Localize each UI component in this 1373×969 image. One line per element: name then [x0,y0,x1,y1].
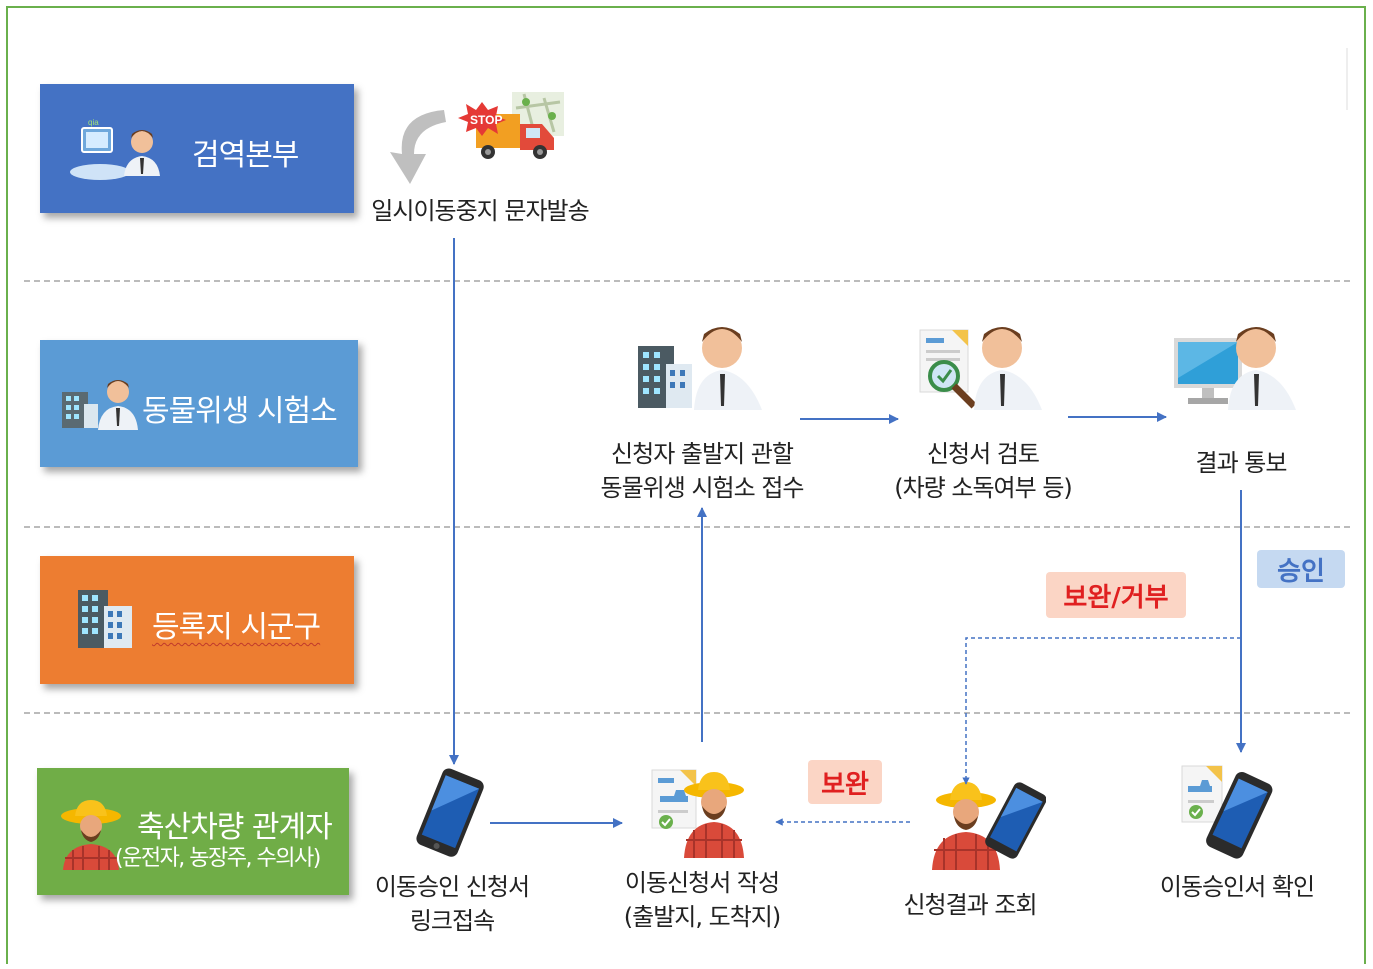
review-document-officer-icon [919,327,1042,410]
reject-tag: 보완/거부 [1046,572,1186,618]
lane-label-stakeholder-text: 축산차량 관계자 [137,810,333,845]
step-write-line1: 이동신청서 작성 [624,869,780,897]
farmer-phone-icon [932,782,1046,870]
step-link-line1: 이동승인 신청서 [374,873,530,901]
lane-divider [24,526,1350,528]
step-link-label: 이동승인 신청서 링크접속 [374,870,530,938]
step-link-line2: 링크접속 [409,907,495,935]
arrow-reject-to-inquiry [962,637,1241,785]
step-sms-label: 일시이동중지 문자발송 [371,197,589,225]
step-inquiry-label: 신청결과 조회 [903,891,1037,919]
step-write-label: 이동신청서 작성 (출발지, 도착지) [623,866,781,934]
step-review-line2: (차량 소독여부 등) [894,474,1073,502]
step-receive-line2: 동물위생 시험소 접수 [600,474,805,502]
step-review-line1: 신청서 검토 [926,440,1040,468]
approve-tag: 승인 [1257,550,1345,588]
stop-truck-icon: STOP [390,92,564,184]
lane-label-local-text: 등록지 시군구 [152,610,321,645]
diagram-frame [6,6,1366,964]
svg-text:STOP: STOP [470,113,502,127]
lab-reception-officer-icon [638,327,762,410]
smartphone-icon [416,768,484,857]
step-receive-line1: 신청자 출발지 관할 [611,440,794,468]
svg-text:qia: qia [88,118,99,127]
approval-document-phone-icon [1181,765,1273,859]
monitor-officer-icon [1174,327,1296,410]
lane-divider [24,280,1350,282]
supplement-tag: 보완 [808,760,882,804]
lane-label-hq-text: 검역본부 [192,138,299,173]
step-notify-label: 결과 통보 [1195,449,1288,477]
lane-label-stakeholder: 축산차량 관계자 (운전자, 농장주, 수의사) [37,768,349,895]
lane-divider [24,712,1350,714]
edge-mark [1346,48,1348,110]
step-write-line2: (출발지, 도착지) [623,903,781,931]
application-form-farmer-icon [651,769,744,858]
lane-label-stakeholder-sub: (운전자, 농장주, 수의사) [115,846,321,871]
hq-officer-icon: qia [70,118,160,180]
lane-label-lab-text: 동물위생 시험소 [142,394,338,429]
city-hall-building-icon [78,590,132,648]
lane-label-hq: qia 검역본부 [40,84,354,213]
lab-building-officer-icon [62,380,138,430]
lane-label-local: 등록지 시군구 [40,556,354,684]
step-receive-label: 신청자 출발지 관할 동물위생 시험소 접수 [600,437,805,505]
step-review-label: 신청서 검토 (차량 소독여부 등) [894,437,1073,505]
lane-label-lab: 동물위생 시험소 [40,340,358,467]
step-confirm-label: 이동승인서 확인 [1159,873,1315,901]
farmer-icon [61,800,121,870]
